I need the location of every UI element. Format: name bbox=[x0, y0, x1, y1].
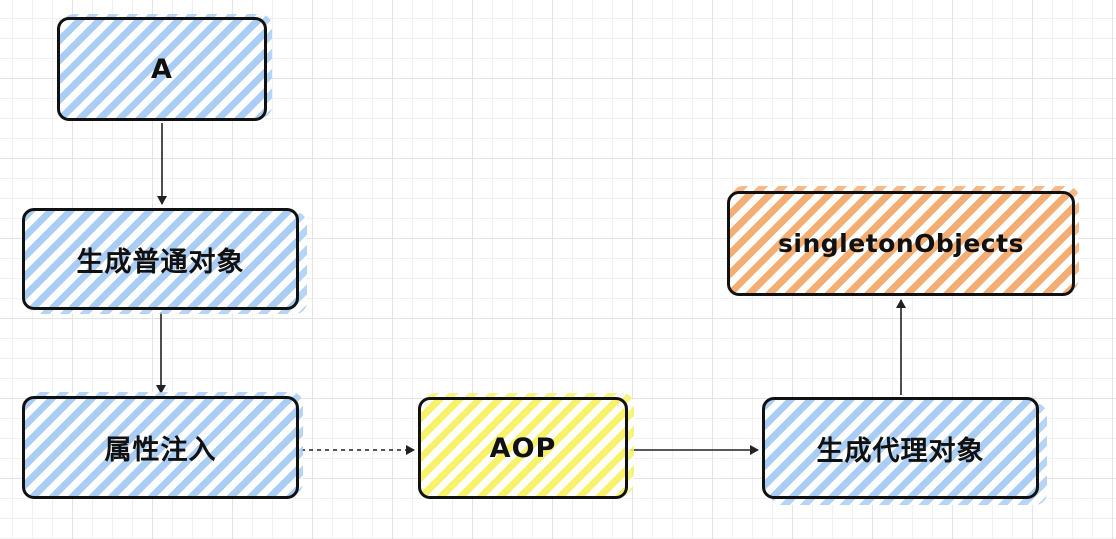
node-singleton-objects[interactable]: singletonObjects bbox=[727, 191, 1075, 296]
node-property-injection[interactable]: 属性注入 bbox=[22, 396, 299, 499]
node-a-label: A bbox=[151, 53, 173, 85]
node-singleton-objects-label: singletonObjects bbox=[778, 229, 1024, 258]
node-property-injection-label: 属性注入 bbox=[104, 435, 217, 466]
node-normal-object-label: 生成普通对象 bbox=[76, 246, 245, 278]
node-proxy-object[interactable]: 生成代理对象 bbox=[762, 397, 1039, 499]
node-proxy-object-label: 生成代理对象 bbox=[816, 435, 985, 467]
node-normal-object[interactable]: 生成普通对象 bbox=[22, 208, 299, 310]
node-aop[interactable]: AOP bbox=[418, 397, 628, 499]
node-aop-label: AOP bbox=[489, 432, 557, 464]
node-a[interactable]: A bbox=[57, 17, 267, 121]
